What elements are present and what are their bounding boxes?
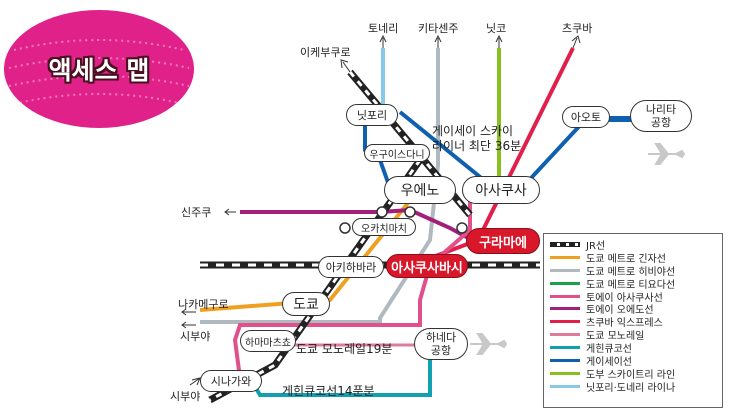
legend-label: 게힌큐코선 xyxy=(586,344,632,356)
label-shinjuku: 신주쿠 xyxy=(181,206,212,219)
transfer-dot-3 xyxy=(456,222,468,234)
arrow-icon xyxy=(379,34,387,48)
transfer-dot-2 xyxy=(404,206,416,218)
label-toneri: 토네리 xyxy=(368,22,399,35)
legend-item: 도쿄 모노레일 xyxy=(550,328,722,343)
label-nikko: 닛코 xyxy=(486,22,507,35)
legend-label: 토에이 오에도선 xyxy=(586,305,654,317)
legend-item: 도쿄 메트로 티요다선 xyxy=(550,277,722,291)
legend-item: 도쿄 메트로 히비야선 xyxy=(550,264,722,278)
arrow-icon xyxy=(571,35,581,49)
legend-item: 게이세이선 xyxy=(550,354,722,368)
legend-label: 도쿄 모노레일 xyxy=(586,331,645,343)
station-nippori: 닛포리 xyxy=(346,104,398,126)
line-toei-asakusa xyxy=(232,195,472,379)
station-haneda-airport: 하네다 공항 xyxy=(414,328,468,360)
station-kuramae: 구라마에 xyxy=(466,228,540,254)
legend-item: 토에이 아사쿠사선 xyxy=(550,290,722,304)
legend-item: 츠쿠바 익스프레스 xyxy=(550,315,722,330)
legend-label: 도부 스카이트리 라인 xyxy=(586,369,676,381)
legend-label: JR선 xyxy=(586,240,606,252)
legend-swatch xyxy=(550,307,580,311)
legend-label: 닛포리·도네리 라이나 xyxy=(586,382,676,394)
legend-label: 도쿄 메트로 티요다선 xyxy=(586,279,676,291)
line-hibiya xyxy=(200,48,440,324)
label-skyliner: 게이세이 스카이 라이너 최단 36분 xyxy=(432,124,522,153)
legend-swatch xyxy=(550,320,580,324)
legend-label: 도쿄 메트로 긴자선 xyxy=(586,253,666,265)
station-akihabara: 아키하바라 xyxy=(318,256,384,278)
legend-label: 토에이 아사쿠사선 xyxy=(586,292,663,304)
station-asakusabashi: 아사쿠사바시 xyxy=(386,254,468,278)
label-shibuya-1: 시부야 xyxy=(180,330,211,343)
page-title: 액세스 맵 xyxy=(48,56,150,85)
station-narita-airport: 나리타 공항 xyxy=(630,100,692,132)
legend-label: 츠쿠바 익스프레스 xyxy=(586,318,663,330)
label-ikebukuro: 이케부쿠로 xyxy=(300,46,351,59)
station-okachimachi: 오카치마치 xyxy=(352,218,416,236)
station-aoto: 아오토 xyxy=(562,106,610,128)
legend-swatch xyxy=(550,255,580,259)
label-shibuya-2: 시부야 xyxy=(170,390,201,403)
arrow-icon xyxy=(189,377,201,386)
badge-dots xyxy=(8,39,190,105)
legend-item: 토에이 오에도선 xyxy=(550,302,722,317)
legend-item: 도쿄 메트로 긴자선 xyxy=(550,251,722,265)
arrow-icon xyxy=(495,34,503,48)
airplane-icon xyxy=(648,143,686,165)
station-hamamatsucho: 하마마츠쵸 xyxy=(240,330,296,352)
station-ueno: 우에노 xyxy=(384,176,456,204)
arrow-icon xyxy=(340,59,351,73)
label-keikyu-time: 게힌큐코선14푼분 xyxy=(282,384,375,398)
legend-label: 도쿄 메트로 히비야선 xyxy=(586,266,676,278)
airplane-icon xyxy=(470,333,508,355)
legend-item: JR선 xyxy=(550,238,722,252)
station-uguisudani: 우구이스다니 xyxy=(364,144,430,162)
legend-item: 닛포리·도네리 라이나 xyxy=(550,380,722,394)
legend-swatch xyxy=(550,371,580,375)
arrow-icon xyxy=(181,321,196,329)
label-nakameguro: 나카메구로 xyxy=(178,298,229,311)
station-shinagawa: 시나가와 xyxy=(200,370,262,392)
legend-swatch xyxy=(550,384,580,388)
legend-swatch xyxy=(550,346,580,350)
label-monorail-time: 도쿄 모노레일19분 xyxy=(296,342,393,356)
legend-swatch xyxy=(550,281,580,285)
legend-swatch xyxy=(550,358,580,362)
transfer-dot-1 xyxy=(376,206,388,218)
label-kitasenju: 키타센주 xyxy=(418,22,459,35)
arrow-icon xyxy=(224,208,236,216)
legend-swatch xyxy=(550,294,580,298)
station-tokyo: 도쿄 xyxy=(282,292,330,316)
legend-item: 도부 스카이트리 라인 xyxy=(550,367,722,381)
station-asakusa: 아사쿠사 xyxy=(462,176,540,204)
arrow-icon xyxy=(434,34,442,48)
legend-swatch xyxy=(550,333,580,337)
legend-label: 게이세이선 xyxy=(586,356,632,368)
legend-item: 게힌큐코선 xyxy=(550,341,722,356)
label-tsukuba: 츠쿠바 xyxy=(562,22,593,35)
legend-swatch xyxy=(550,268,580,272)
title-badge: 액세스 맵 xyxy=(4,10,194,128)
transfer-dot-4 xyxy=(339,222,351,234)
arrow-icon xyxy=(181,308,196,316)
legend-swatch xyxy=(550,241,580,247)
